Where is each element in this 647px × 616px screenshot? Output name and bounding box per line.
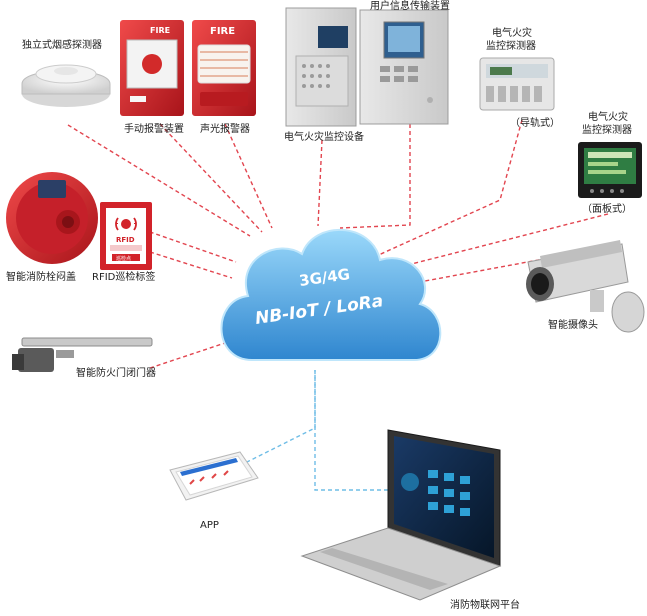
link-sound-alarm <box>224 123 273 229</box>
fire-monitor-cabinet-icon <box>285 7 357 127</box>
link-panel-detector <box>379 213 609 273</box>
label-camera: 智能摄像头 <box>548 318 598 331</box>
camera-icon <box>526 240 645 333</box>
label-app: APP <box>200 520 219 531</box>
label-platform: 消防物联网平台 <box>450 598 520 611</box>
label-electric-fire-monitor: 电气火灾监控设备 <box>284 130 364 143</box>
sound-alarm-fire-label: FIRE <box>210 26 235 37</box>
laptop-icon <box>300 429 502 601</box>
panel-detector-icon <box>578 142 642 198</box>
label-manual-alarm: 手动报警装置 <box>124 122 184 135</box>
manual-alarm-fire-label: FIRE <box>150 26 170 35</box>
label-hydrant-cover: 智能消防栓闷盖 <box>6 270 76 283</box>
link-app <box>214 370 316 479</box>
label-panel-detector-note: （面板式） <box>582 202 632 215</box>
label-rail-detector-note: （导轨式） <box>510 116 560 129</box>
rfid-card-text: RFID <box>116 236 135 244</box>
door-closer-icon <box>12 337 153 372</box>
label-sound-light-alarm: 声光报警器 <box>200 122 250 135</box>
blue-connections <box>214 370 400 491</box>
sound-light-alarm-icon: FIRE <box>192 20 256 116</box>
link-smoke-detector <box>67 124 251 237</box>
label-rfid-tag: RFID巡检标签 <box>92 270 155 283</box>
link-rail-detector <box>371 119 523 259</box>
label-rail-detector-title-1: 电气火灾 <box>492 26 532 39</box>
rfid-tag-icon: RFID 巡检点 <box>100 202 152 270</box>
network-cloud: 3G/4G NB-IoT / LoRa <box>220 229 442 361</box>
rail-detector-icon <box>479 57 555 111</box>
phone-icon <box>169 451 259 501</box>
label-user-info-device: 用户信息传输装置 <box>370 0 450 12</box>
link-user-info <box>339 110 411 229</box>
link-manual-alarm <box>159 123 263 233</box>
label-door-closer: 智能防火门闭门器 <box>76 366 156 379</box>
label-panel-detector-title-1: 电气火灾 <box>588 110 628 123</box>
rfid-card-bottom: 巡检点 <box>116 255 131 262</box>
manual-alarm-icon: FIRE <box>120 20 184 116</box>
smoke-detector-icon <box>21 64 111 107</box>
link-monitor <box>317 139 323 227</box>
device-labels: 独立式烟感探测器 手动报警装置 声光报警器 用户信息传输装置 电气火灾监控设备 … <box>6 0 632 611</box>
label-panel-detector-title-2: 监控探测器 <box>582 123 632 136</box>
link-rfid <box>149 251 233 279</box>
user-info-device-icon <box>359 9 449 125</box>
label-rail-detector-title-2: 监控探测器 <box>486 39 536 52</box>
hydrant-cover-icon <box>6 172 98 264</box>
link-platform <box>314 370 400 491</box>
label-smoke-detector: 独立式烟感探测器 <box>22 38 102 51</box>
